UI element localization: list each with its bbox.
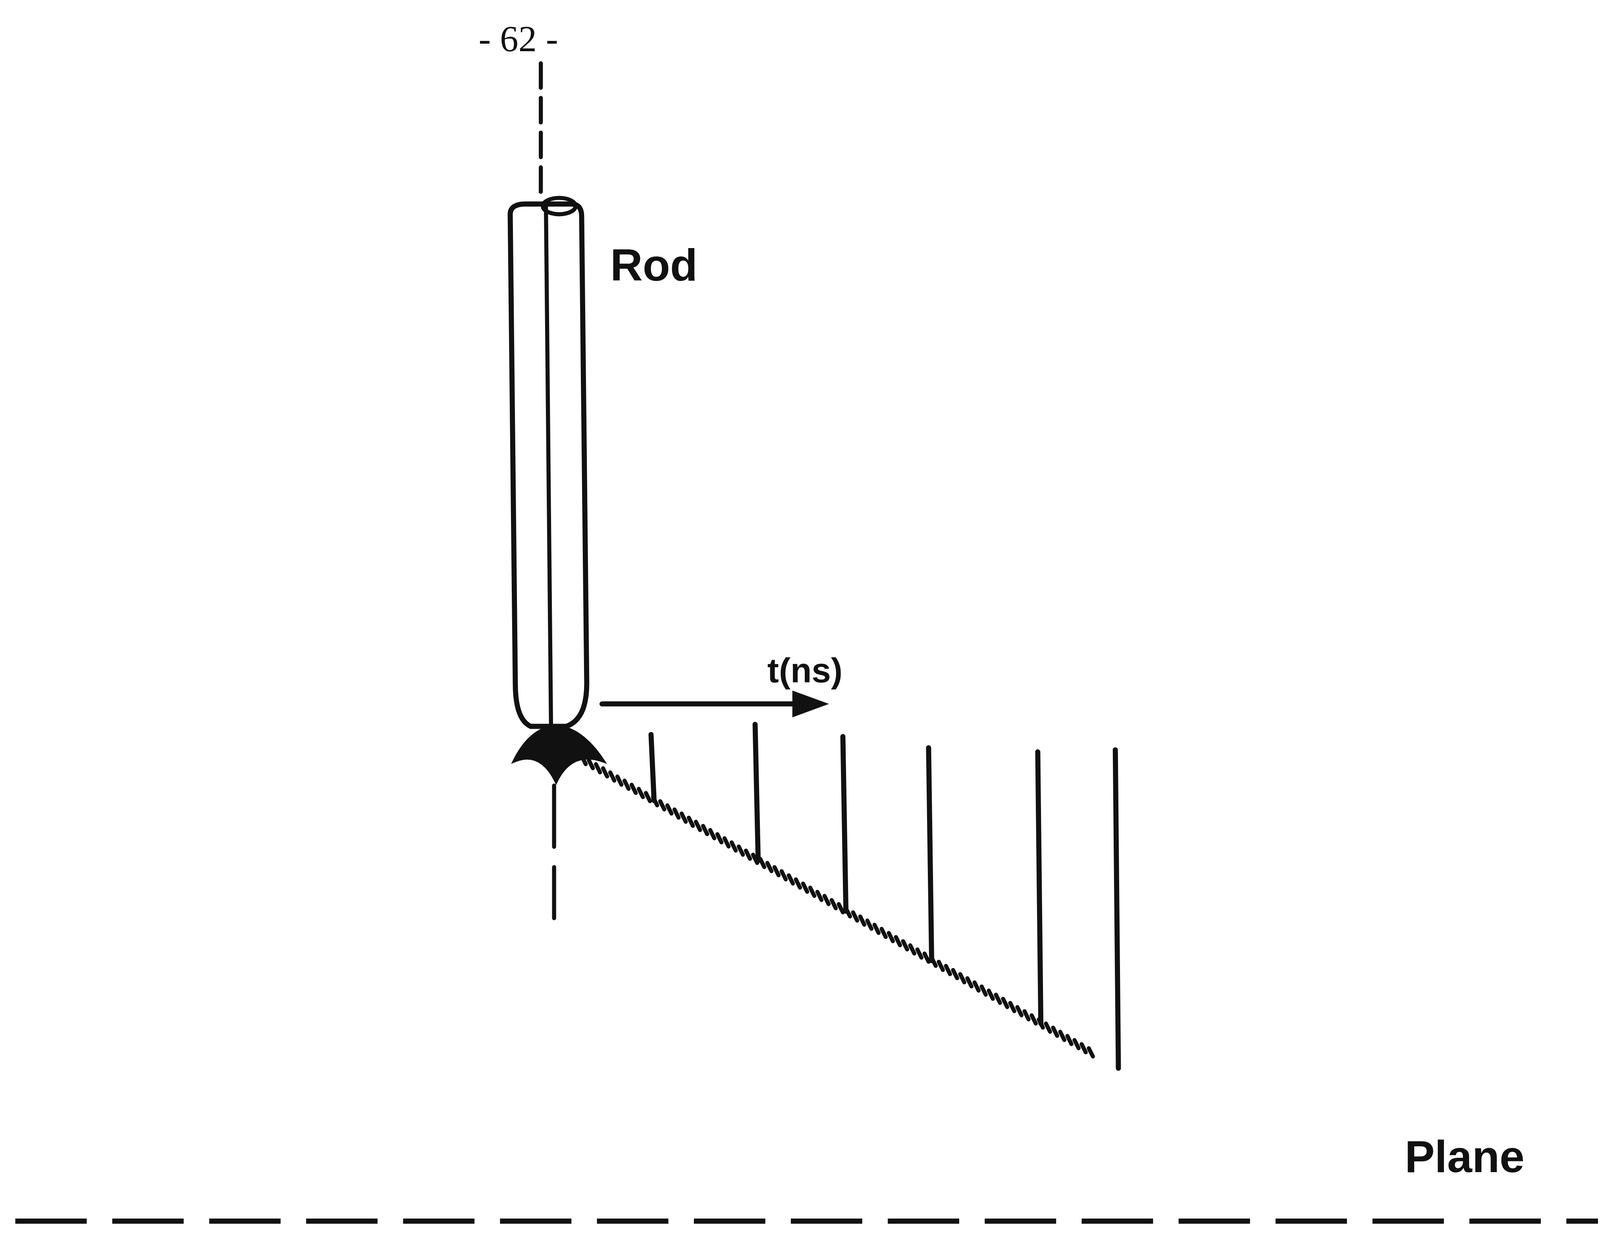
discharge-glow	[515, 726, 602, 781]
page-number: - 62 -	[478, 20, 558, 58]
trace-tick	[610, 772, 615, 781]
trace-tick	[788, 875, 793, 884]
trace-tick	[1024, 1011, 1029, 1020]
part-label: Plane	[1404, 1134, 1525, 1180]
trace-tick	[867, 920, 872, 930]
trace-tick	[974, 982, 979, 991]
trace-tick	[938, 961, 943, 971]
axis-line	[551, 785, 556, 919]
trace-tick	[617, 776, 622, 785]
pulse-line	[1115, 749, 1119, 1069]
trace-tick	[817, 892, 822, 901]
trace-tick	[1081, 1044, 1086, 1053]
trace-tick	[810, 887, 815, 897]
trace-tick	[838, 904, 843, 913]
trace-tick	[603, 768, 608, 777]
arrow-head	[794, 692, 825, 716]
trace-tick	[710, 830, 715, 839]
trace-tick	[624, 780, 629, 790]
rod-axis	[545, 204, 552, 727]
trace-tick	[896, 937, 901, 946]
trace-tick	[924, 953, 929, 962]
trace-tick	[874, 925, 879, 934]
trace-tick	[1031, 1015, 1036, 1024]
trace-tick	[1060, 1031, 1065, 1041]
trace-tick	[1067, 1036, 1072, 1045]
pulse-line	[928, 747, 932, 961]
trace-tick	[988, 990, 993, 1000]
trace-tick	[917, 949, 922, 959]
trace-tick	[996, 994, 1001, 1004]
trace-tick	[953, 970, 958, 979]
trace-tick	[860, 916, 865, 926]
trace-tick	[667, 805, 672, 814]
plane-line	[15, 1218, 1599, 1225]
trace-tick	[588, 760, 593, 769]
trace-tick	[888, 933, 893, 942]
trace-tick	[824, 896, 829, 905]
trace-tick	[1003, 999, 1008, 1008]
rod-end	[542, 198, 576, 215]
trace-tick	[903, 941, 908, 950]
trace-tick	[638, 789, 643, 798]
trace-tick	[1010, 1003, 1014, 1012]
trace-tick	[803, 883, 808, 893]
trace-tick	[781, 871, 786, 880]
rod-outline	[510, 204, 587, 727]
trace-tick	[831, 900, 836, 909]
trace-tick	[767, 863, 772, 872]
trace-tick	[731, 842, 736, 851]
trace-tick	[1045, 1023, 1050, 1033]
pulse-line	[842, 736, 847, 912]
trace-tick	[910, 945, 915, 955]
trace-tick	[796, 879, 800, 889]
pulse-line	[651, 734, 655, 802]
axis-line	[538, 63, 543, 194]
trace-tick	[688, 817, 693, 827]
trace-tick	[674, 809, 679, 818]
trace-tick	[703, 826, 708, 835]
trace-tick	[853, 912, 858, 922]
trace-tick	[1052, 1027, 1057, 1037]
plane-trace	[581, 756, 1094, 1057]
trace-tick	[760, 859, 765, 868]
trace-tick	[1074, 1040, 1079, 1049]
trace-tick	[738, 846, 743, 856]
trace-tick	[946, 966, 951, 975]
trace-tick	[660, 801, 665, 810]
trace-tick	[717, 834, 722, 843]
trace-tick	[631, 784, 636, 794]
trace-tick	[645, 793, 650, 802]
trace-tick	[724, 838, 729, 847]
trace-tick	[774, 867, 779, 876]
time-arrow	[601, 701, 812, 707]
pulse-line	[1037, 751, 1041, 1024]
pulse-line	[755, 724, 759, 861]
trace-tick	[695, 821, 700, 831]
trace-tick	[967, 978, 972, 987]
axis-label: t(ns)	[767, 653, 843, 688]
trace-tick	[681, 813, 686, 823]
trace-tick	[746, 850, 750, 860]
trace-tick	[981, 986, 986, 995]
pulse-lines	[651, 724, 1119, 1069]
part-label: Rod	[610, 242, 698, 288]
trace-tick	[881, 929, 886, 938]
trace-tick	[960, 974, 965, 983]
trace-tick	[1088, 1048, 1093, 1057]
trace-tick	[1017, 1007, 1022, 1016]
trace-tick	[581, 756, 586, 765]
trace-tick	[595, 764, 600, 773]
